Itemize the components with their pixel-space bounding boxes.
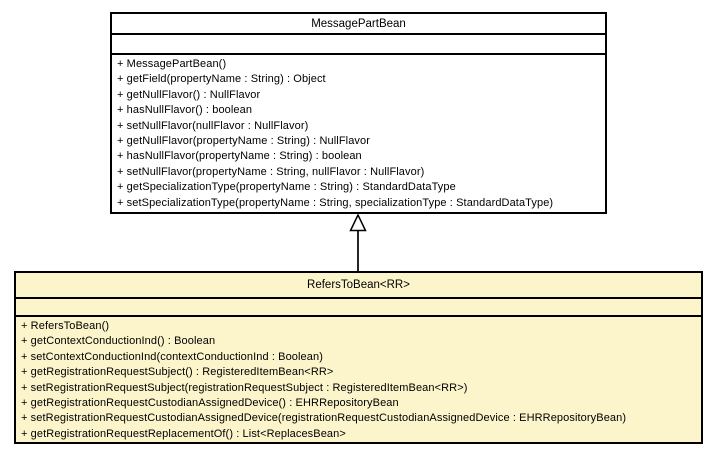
method-item: + getField(propertyName : String) : Obje… [117, 73, 326, 86]
method-item: + hasNullFlavor() : boolean [117, 104, 253, 117]
attributes-compartment [16, 299, 701, 317]
method-item: + setSpecializationType(propertyName : S… [117, 196, 554, 209]
method-item: + getRegistrationRequestReplacementOf() … [21, 427, 346, 440]
method-item: + getSpecializationType(propertyName : S… [117, 181, 456, 194]
method-item: + getContextConductionInd() : Boolean [21, 335, 216, 348]
method-item: + setRegistrationRequestCustodianAssigne… [21, 412, 627, 425]
method-item: + getNullFlavor() : NullFlavor [117, 88, 261, 101]
class-box-messagepartbean: MessagePartBean + MessagePartBean() + get… [110, 12, 607, 214]
method-item: + setNullFlavor(propertyName : String, n… [117, 165, 425, 178]
class-title: RefersToBean<RR> [16, 273, 701, 299]
method-item: + getNullFlavor(propertyName : String) :… [117, 135, 370, 148]
class-box-referstobean: RefersToBean<RR> + RefersToBean() + getCo… [14, 271, 703, 444]
methods-compartment: + RefersToBean() + getContextConductionIn… [16, 317, 701, 442]
attributes-compartment [112, 35, 605, 55]
method-item: + getRegistrationRequestSubject() : Regi… [21, 366, 334, 379]
method-item: + setContextConductionInd(contextConduct… [21, 350, 323, 363]
methods-compartment: + MessagePartBean() + getField(propertyNa… [112, 55, 605, 211]
method-item: + hasNullFlavor(propertyName : String) :… [117, 150, 362, 163]
method-item: + setNullFlavor(nullFlavor : NullFlavor) [117, 119, 309, 132]
method-item: + getRegistrationRequestCustodianAssigne… [21, 397, 399, 410]
method-item: + setRegistrationRequestSubject(registra… [21, 381, 468, 394]
class-title: MessagePartBean [112, 14, 605, 35]
method-item: + MessagePartBean() [117, 58, 227, 70]
generalization-arrow-icon [349, 214, 367, 272]
method-item: + RefersToBean() [21, 320, 110, 332]
